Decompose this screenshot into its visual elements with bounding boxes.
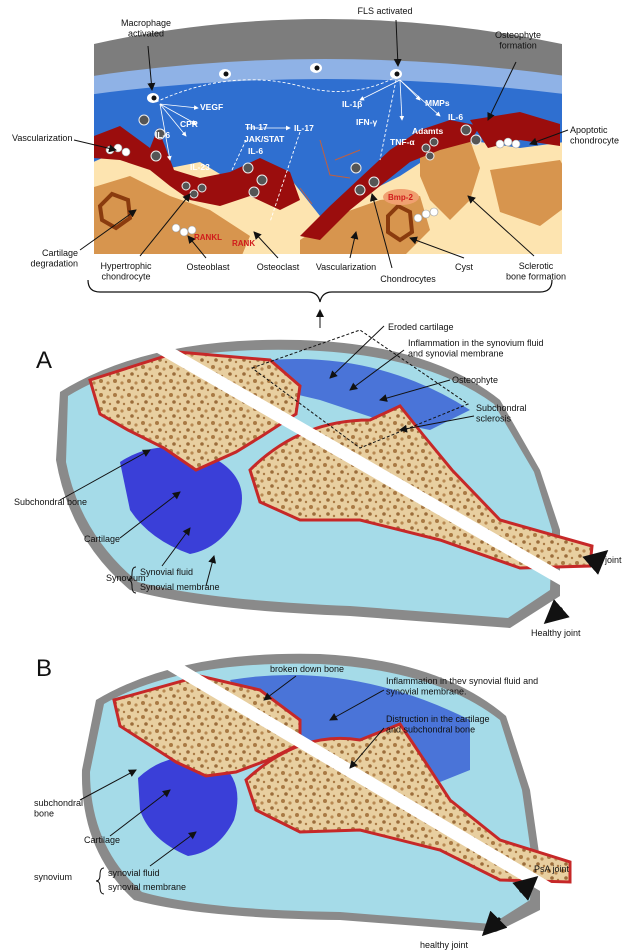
cytokine-il1b: IL-1β — [342, 99, 362, 109]
label-synovial-fluid-a: Synovial fluid — [140, 567, 193, 577]
upper-bone-b — [112, 674, 302, 778]
label-line: bone formation — [506, 271, 566, 281]
label-synovium-a: Synovium — [106, 573, 146, 583]
inflamed-synovium-left — [94, 126, 300, 210]
cytokine-ifn-gamma: IFN-γ — [356, 117, 378, 127]
cytokine-arrows — [155, 77, 441, 223]
cytokine-il6-b: IL-6 — [248, 146, 263, 156]
cytokine-rank: RANK — [232, 239, 255, 248]
bone-osteocytes — [147, 63, 402, 103]
sclerotic-bone — [420, 140, 480, 220]
label-line: bone — [34, 808, 54, 818]
cytokine-vegf: VEGF — [200, 102, 223, 112]
label-osteoblast: Osteoblast — [186, 262, 230, 272]
subchondral-bone-right — [490, 160, 562, 226]
bmp2-oval — [383, 189, 419, 205]
label-osteoclast: Osteoclast — [257, 262, 300, 272]
inflamed-synovium-right — [300, 120, 480, 240]
label-line: activated — [128, 28, 164, 38]
panel-a-letter: A — [36, 347, 52, 374]
label-line: chondrocyte — [570, 135, 619, 145]
panel-b-letter: B — [36, 655, 52, 682]
label-cartilage-a: Cartilage — [84, 534, 120, 544]
cytokine-il23: IL-23 — [190, 162, 210, 172]
cyst-left — [97, 191, 133, 231]
panel-a: A Eroded cartilage Inflammation in the s… — [14, 322, 622, 638]
cytokine-mmps: MMPs — [425, 98, 450, 108]
label-synovial-membrane-b: synovial membrane — [108, 882, 186, 892]
label-broken-down-bone: broken down bone — [270, 664, 344, 674]
cytokine-tnf-alpha: TNF-α — [390, 137, 415, 147]
joint-a-illustration — [56, 329, 594, 628]
label-line: chondrocyte — [101, 271, 150, 281]
synovium-brace-a — [127, 566, 137, 594]
chondrocyte-cells — [138, 114, 482, 199]
label-subchondral-bone-a: Subchondral bone — [14, 497, 87, 507]
inflamed-synovium-a — [270, 359, 470, 430]
cytokine-bmp2: Bmp-2 — [388, 193, 413, 202]
label-line: and subchondral bone — [386, 724, 475, 734]
label-healthy-joint-a: Healthy joint — [531, 628, 581, 638]
label-chondrocytes: Chondrocytes — [380, 274, 436, 284]
label-cartilage-b: Cartilage — [84, 835, 120, 845]
panel-a-arrows — [59, 325, 609, 624]
label-line: formation — [499, 40, 537, 50]
top-pointer-arrows — [73, 19, 569, 269]
cytokine-il6-a: IL-6 — [155, 130, 170, 140]
cut-strip-b — [164, 664, 580, 904]
cytokine-jak-stat: JAK/STAT — [244, 134, 285, 144]
cytokine-th17: Th-17 — [245, 122, 268, 132]
cytokine-labels: VEGF CPR IL-6 Th-17 IL-17 JAK/STAT IL-6 … — [155, 98, 463, 248]
cytokine-rankl: RANKL — [194, 233, 222, 242]
panel-b: B broken down bone Inflammation in thev … — [34, 653, 580, 950]
cut-strip-a — [152, 346, 590, 592]
label-healthy-joint-b: healthy joint — [420, 940, 469, 950]
synovial-fluid-a — [120, 447, 242, 554]
label-osteophyte: Osteophyte — [452, 375, 498, 385]
vascular-lines — [299, 139, 361, 205]
upper-bone-a — [88, 350, 302, 472]
label-fls-activated: FLS activated — [357, 6, 412, 16]
joint-b-illustration — [81, 653, 580, 932]
tissue-section — [94, 19, 562, 254]
label-line: and synovial membrane — [408, 348, 504, 358]
label-synovial-fluid-b: synovial fluid — [108, 868, 160, 878]
cytokine-il17: IL-17 — [294, 123, 314, 133]
top-bracket — [87, 279, 553, 303]
label-synovial-membrane-a: Synovial membrane — [140, 582, 220, 592]
cyst-right — [386, 203, 415, 243]
cytokine-adamts: Adamts — [412, 126, 443, 136]
label-synovium-b: synovium — [34, 872, 72, 882]
label-line: synovial membrane. — [386, 686, 467, 696]
label-vascularization-left: Vascularization — [12, 133, 72, 143]
cytokine-il6-c: IL-6 — [448, 112, 463, 122]
synovium-brace-b — [95, 867, 105, 895]
label-cyst: Cyst — [455, 262, 473, 272]
zoom-box-a — [250, 329, 470, 449]
cytokine-cpr: CPR — [180, 119, 198, 129]
panel-b-labels: broken down bone Inflammation in thev sy… — [34, 664, 570, 950]
label-line: sclerosis — [476, 413, 512, 423]
panel-b-arrows — [79, 675, 539, 937]
label-psa-joint: PsA joint — [534, 864, 570, 874]
label-vascularization-mid: Vascularization — [316, 262, 376, 272]
label-eroded-cartilage: Eroded cartilage — [388, 322, 454, 332]
top-panel: VEGF CPR IL-6 Th-17 IL-17 JAK/STAT IL-6 … — [12, 6, 619, 328]
label-line: degradation — [30, 258, 78, 268]
synovial-fluid-b — [138, 756, 238, 856]
